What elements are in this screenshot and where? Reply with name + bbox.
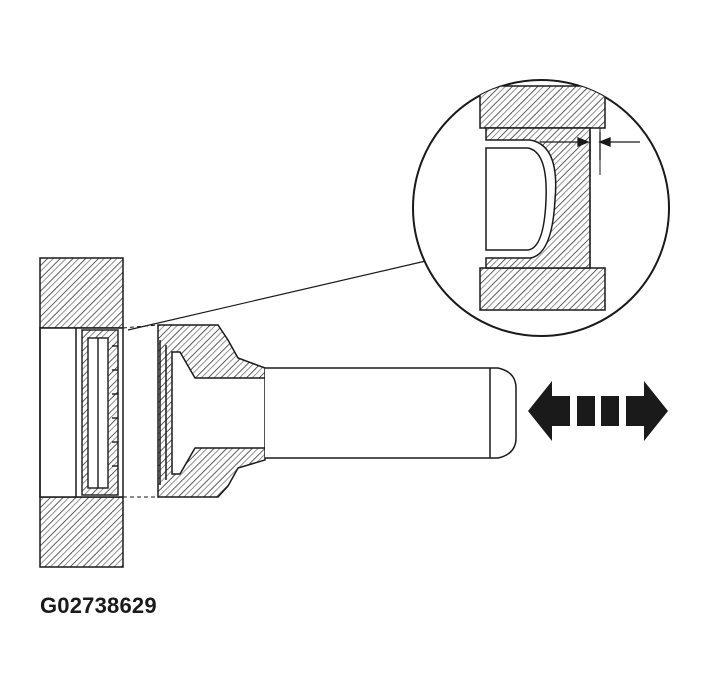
clearance-dimension xyxy=(540,132,640,160)
flanged-shaft xyxy=(157,324,517,498)
detail-leaders xyxy=(127,259,431,331)
housing-lower xyxy=(39,496,124,568)
detail-magnifier xyxy=(412,79,670,337)
double-headed-dashed-arrow-icon xyxy=(528,381,668,441)
detail-groove xyxy=(485,127,591,269)
figure-id-label: G02738629 xyxy=(40,593,157,618)
housing-upper xyxy=(39,257,124,329)
bearing-cage xyxy=(81,329,119,496)
shaft-body xyxy=(265,367,517,459)
gap-lines xyxy=(122,324,159,498)
